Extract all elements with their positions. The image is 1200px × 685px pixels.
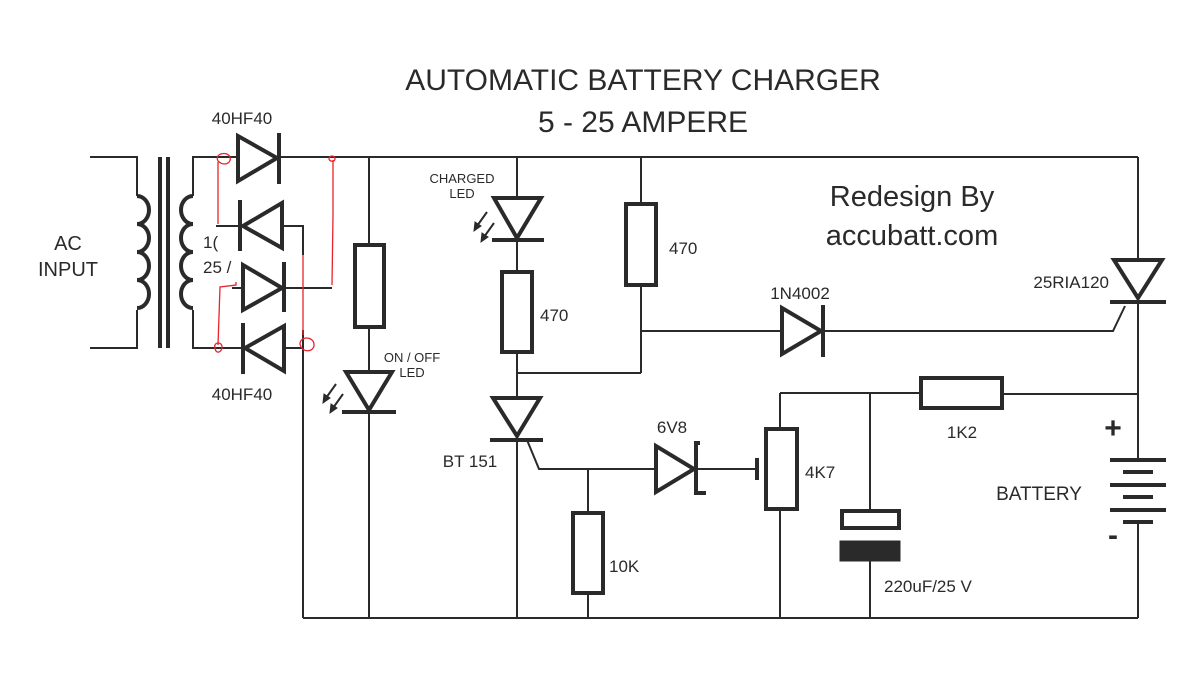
diode-d4-label: 40HF40 bbox=[212, 385, 272, 404]
led-on-off bbox=[322, 370, 396, 618]
potentiometer-label: 4K7 bbox=[805, 463, 835, 482]
primary-wire-top bbox=[90, 156, 138, 196]
resistor-r5 bbox=[919, 376, 1004, 410]
secondary-wire-bottom bbox=[192, 310, 242, 349]
diode-d1 bbox=[236, 132, 282, 185]
led-on-off-label-2: LED bbox=[399, 365, 424, 380]
capacitor-electrolytic bbox=[839, 509, 901, 562]
diagram-title: AUTOMATIC BATTERY CHARGER bbox=[405, 64, 881, 97]
capacitor-label: 220uF/25 V bbox=[884, 577, 973, 596]
thyristor-25ria120-label: 25RIA120 bbox=[1033, 273, 1109, 292]
diode-d4 bbox=[240, 322, 303, 375]
resistor-r4-label: 10K bbox=[609, 557, 640, 576]
red-circle-bottom-right bbox=[299, 337, 315, 352]
diode-1n4002 bbox=[780, 304, 825, 358]
battery-label: BATTERY bbox=[996, 484, 1082, 505]
diode-d1-label: 40HF40 bbox=[212, 109, 272, 128]
diagram-subtitle: 5 - 25 AMPERE bbox=[538, 106, 748, 139]
secondary-coil bbox=[179, 194, 194, 310]
transformer-rating-partial-2: 25 / bbox=[203, 258, 232, 277]
zener-diode bbox=[654, 441, 759, 496]
battery bbox=[1110, 458, 1166, 524]
red-circle-bottom-left bbox=[214, 342, 223, 353]
led-on-off-label-1: ON / OFF bbox=[384, 350, 440, 365]
thyristor-25ria120 bbox=[1110, 258, 1166, 304]
red-annotation-wires bbox=[214, 152, 336, 353]
diode-d2 bbox=[216, 199, 304, 255]
thyristor-bt151 bbox=[489, 396, 588, 618]
primary-wire-bottom bbox=[90, 310, 138, 349]
wire-gate-25ria120 bbox=[823, 305, 1126, 332]
led-charged bbox=[473, 196, 545, 244]
resistor-r1 bbox=[353, 243, 386, 329]
resistor-r2 bbox=[500, 270, 534, 354]
secondary-wire-top bbox=[192, 156, 238, 196]
zener-label: 6V8 bbox=[657, 418, 687, 437]
led-charged-label-1: CHARGED bbox=[429, 171, 494, 186]
transformer-rating-partial-1: 1( bbox=[203, 233, 218, 252]
transformer bbox=[90, 156, 242, 349]
resistor-r3-label: 470 bbox=[669, 239, 697, 258]
led-charged-label-2: LED bbox=[449, 186, 474, 201]
diode-1n4002-label: 1N4002 bbox=[770, 284, 830, 303]
battery-minus-icon: - bbox=[1108, 519, 1118, 552]
ac-input-label-1: AC bbox=[54, 233, 82, 255]
resistor-r5-label: 1K2 bbox=[947, 423, 977, 442]
red-circle-top-right bbox=[328, 155, 336, 162]
thyristor-bt151-label: BT 151 bbox=[443, 452, 498, 471]
credit-line-2: accubatt.com bbox=[826, 220, 998, 252]
diode-d3 bbox=[232, 261, 332, 314]
light-emission-arrows-icon bbox=[322, 383, 344, 415]
red-circle-top-left bbox=[216, 152, 231, 165]
resistor-r3 bbox=[624, 202, 658, 287]
light-emission-arrows-icon bbox=[473, 211, 495, 244]
potentiometer[interactable] bbox=[764, 427, 799, 511]
red-wire-3 bbox=[217, 282, 237, 346]
ac-input-label-2: INPUT bbox=[38, 259, 98, 281]
credit-line-1: Redesign By bbox=[830, 181, 995, 213]
resistor-r4 bbox=[571, 511, 605, 595]
primary-coil bbox=[136, 194, 151, 310]
resistor-r2-label: 470 bbox=[540, 306, 568, 325]
red-wire-2 bbox=[331, 160, 334, 286]
battery-plus-icon: + bbox=[1104, 412, 1122, 445]
